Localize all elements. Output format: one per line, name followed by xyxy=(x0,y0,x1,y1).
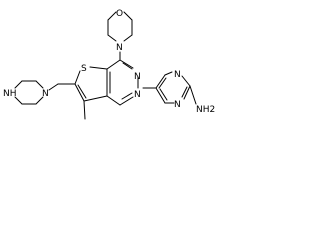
thiophene-ring xyxy=(74,66,108,102)
pyrimidine-ring xyxy=(106,59,139,106)
molecule-drawing: O N S N N N N NH2 N NH xyxy=(3,9,215,120)
piperazine-ring xyxy=(14,80,44,105)
aminopyrimidine-nitrogen-label: N xyxy=(174,70,181,80)
chemical-structure-diagram: O N S N N N N NH2 N NH xyxy=(0,0,218,143)
amine-label: NH2 xyxy=(196,105,215,115)
pyrimidine-nitrogen-label: N xyxy=(134,72,141,82)
methyl-bond xyxy=(83,100,86,120)
morpholine-nitrogen-label: N xyxy=(116,43,123,53)
oxygen-atom-label: O xyxy=(116,9,123,19)
morpholine-ring xyxy=(107,11,133,42)
pyrimidine-nitrogen-label: N xyxy=(134,90,141,100)
amine-bond xyxy=(189,85,197,105)
aminopyrimidine-nitrogen-label: N xyxy=(174,100,181,110)
piperazine-nh-label: NH xyxy=(3,89,17,99)
methylene-bond-2 xyxy=(48,83,59,91)
aminopyrimidine-ring xyxy=(155,71,191,104)
sulfur-atom-label: S xyxy=(81,64,87,74)
piperazine-nitrogen-label: N xyxy=(42,89,49,99)
